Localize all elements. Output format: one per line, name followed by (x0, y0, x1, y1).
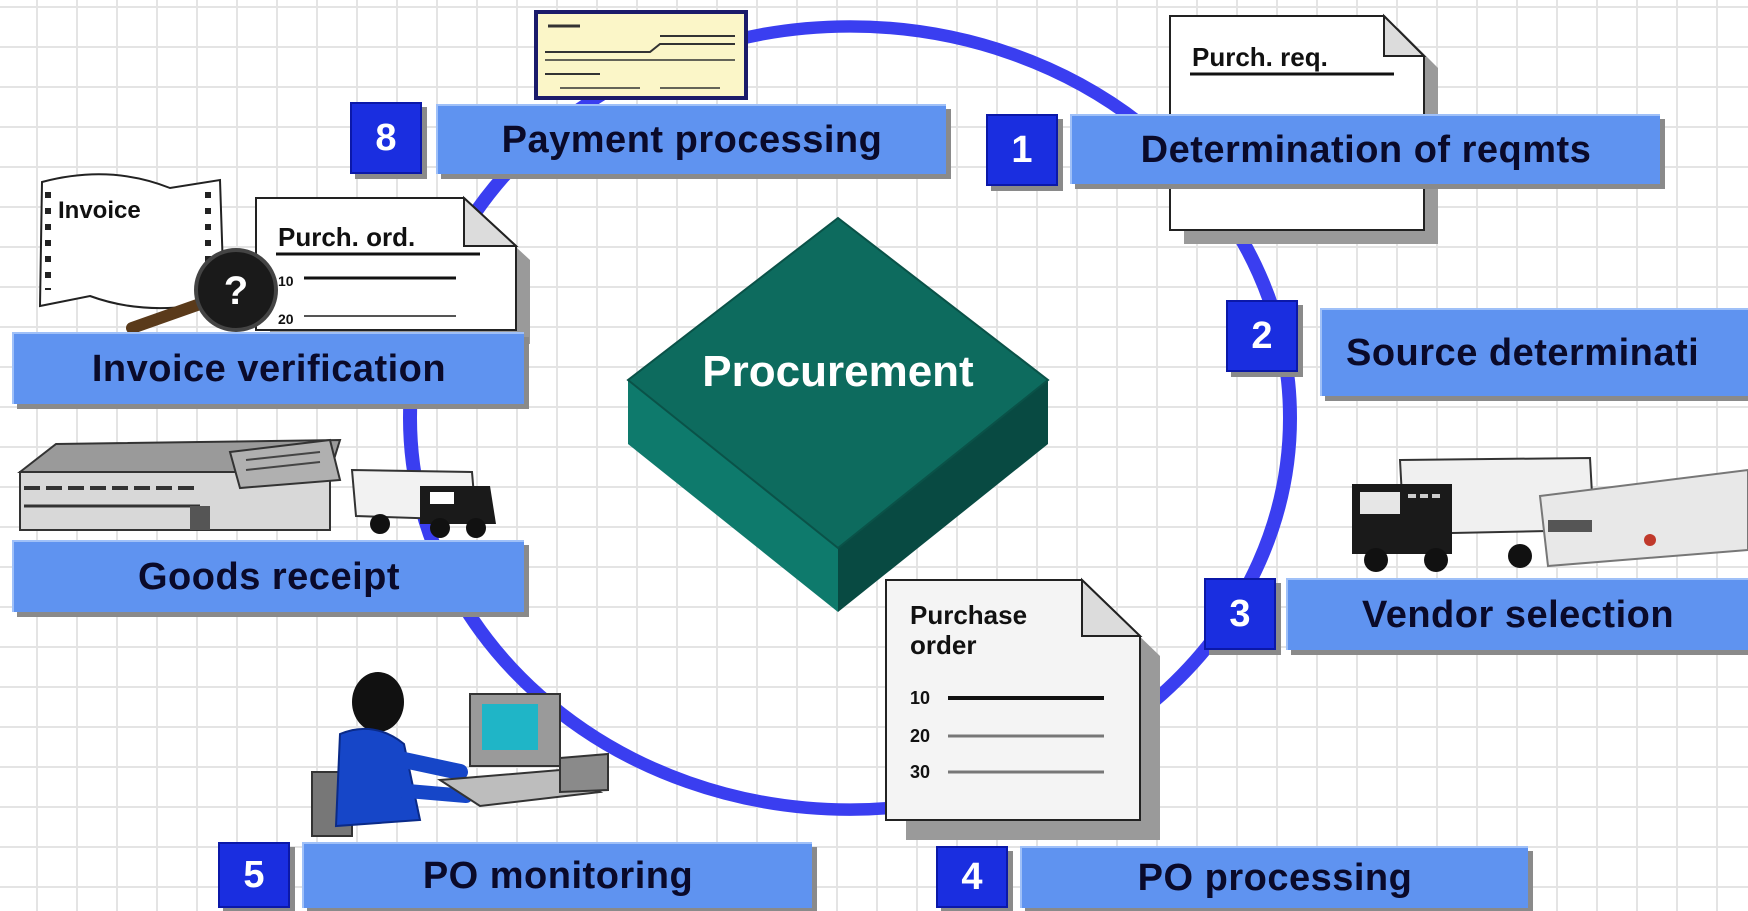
svg-text:?: ? (224, 269, 248, 313)
purchase-order-label-line2: order (910, 630, 976, 660)
purch-ord-line-10: 10 (278, 273, 294, 289)
step-2-label[interactable]: Source determinati (1320, 308, 1748, 396)
printer-icon (1538, 468, 1748, 568)
purchase-order-label-line1: Purchase (910, 600, 1027, 630)
purchase-order-line-10: 10 (910, 688, 930, 708)
step-4-label[interactable]: PO processing (1020, 846, 1528, 908)
purch-ord-line-20: 20 (278, 311, 294, 327)
person-at-computer-icon (311, 672, 609, 837)
purch-req-label: Purch. req. (1192, 42, 1328, 72)
cycle-ring (403, 20, 1297, 816)
purchase-order-line-30: 30 (910, 762, 930, 782)
step-3-label[interactable]: Vendor selection (1286, 578, 1748, 650)
step-8-number: 8 (350, 102, 422, 174)
goods-receipt-label[interactable]: Goods receipt (12, 540, 524, 612)
purchase-order-line-20: 20 (910, 726, 930, 746)
magnifier-question-icon: ? (126, 248, 278, 334)
warehouse-icon (17, 438, 342, 531)
step-3-number: 3 (1204, 578, 1276, 650)
purch-ord-document-icon (255, 195, 530, 344)
invoice-verification-label[interactable]: Invoice verification (12, 332, 524, 404)
step-4-number: 4 (936, 846, 1008, 908)
step-5-number: 5 (218, 842, 290, 908)
step-2-number: 2 (1226, 300, 1298, 372)
purch-ord-label: Purch. ord. (278, 222, 415, 252)
procurement-title: Procurement (702, 347, 974, 396)
purchase-order-document-icon (885, 577, 1160, 840)
step-8-label[interactable]: Payment processing (436, 104, 946, 174)
step-5-label[interactable]: PO monitoring (302, 842, 812, 908)
payment-document-icon (534, 10, 748, 100)
step-1-label[interactable]: Determination of reqmts (1070, 114, 1660, 184)
step-1-number: 1 (986, 114, 1058, 186)
invoice-label: Invoice (58, 197, 141, 224)
procurement-cube (626, 216, 1050, 612)
delivery-truck-icon (350, 468, 496, 538)
